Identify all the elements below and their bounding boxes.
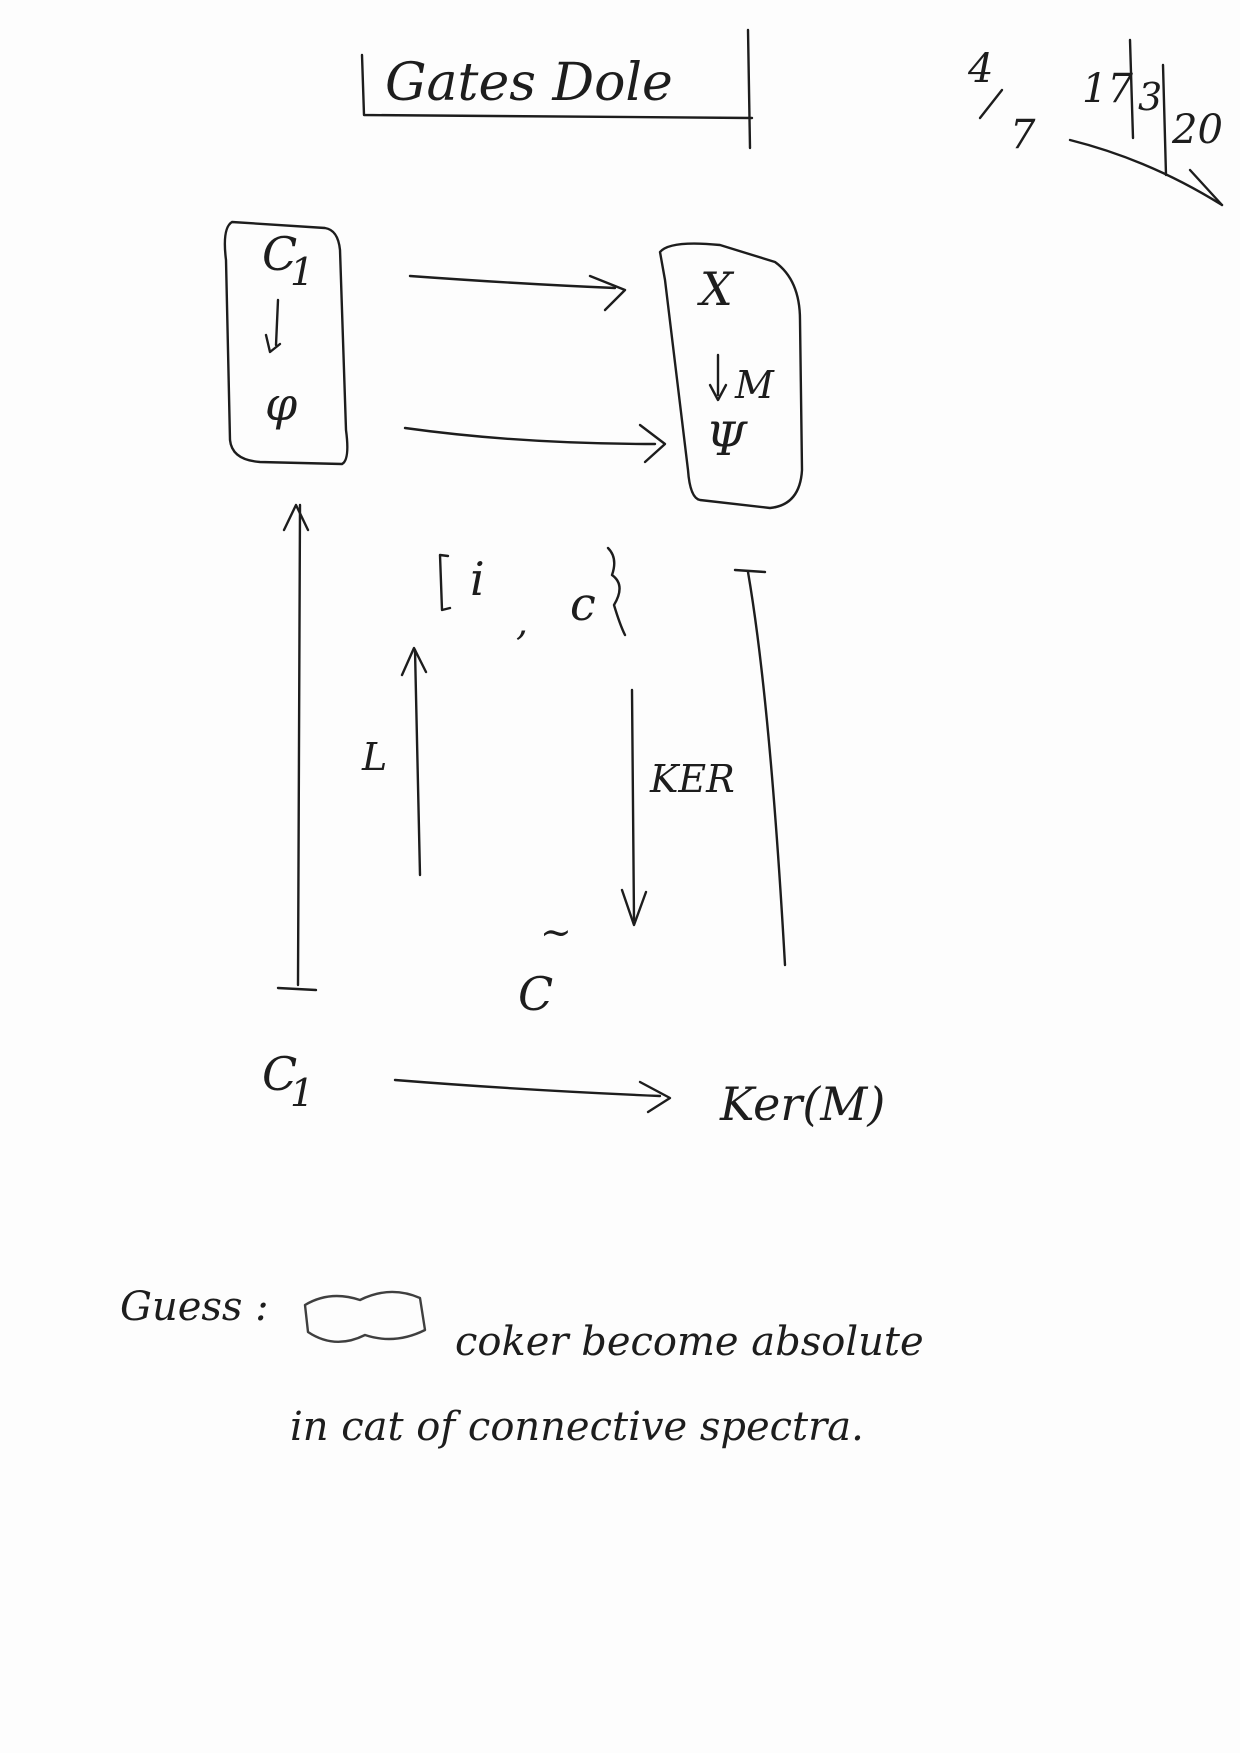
title-block: Gates Dole	[360, 28, 754, 150]
node-i: i	[470, 552, 485, 606]
date-divider-2	[1161, 63, 1168, 177]
note: Guess : coker become absolute in cat of …	[120, 1284, 924, 1450]
top-horizontal-arrows	[403, 274, 667, 464]
node-c1-bottom-sub: 1	[290, 1071, 314, 1115]
arrow-l-shaft	[413, 648, 422, 877]
date-block: 17 3 20	[1068, 38, 1224, 207]
arrow-label-l: L	[361, 735, 387, 779]
node-comma: ,	[516, 600, 528, 644]
right-long-line-bar	[733, 568, 767, 574]
node-c1-bottom: C	[262, 1047, 297, 1101]
node-c-accent: ~	[540, 910, 572, 954]
page-title: Gates Dole	[385, 53, 673, 113]
c1-phi-arrow-head	[264, 333, 282, 354]
note-line2: in cat of connective spectra.	[290, 1404, 864, 1450]
right-long-line-shaft	[746, 570, 787, 967]
arrow-c1-to-x-shaft	[408, 274, 617, 290]
middle-node: i , c	[438, 546, 627, 644]
node-c-tilde: C	[518, 967, 553, 1021]
top-left-box-outline	[223, 220, 349, 466]
date-day: 17	[1082, 66, 1133, 112]
arrow-ker: KER	[620, 688, 735, 927]
date-underline	[1068, 138, 1224, 207]
left-long-arrow-shaft	[296, 503, 302, 987]
bracket-right	[606, 546, 627, 637]
arrow-c1-to-ker-shaft	[393, 1078, 662, 1098]
node-c1-top-sub: 1	[290, 250, 314, 294]
node-c1-top: C	[262, 227, 297, 281]
bracket-left	[438, 553, 452, 612]
bottom-row: C 1 Ker(M)	[262, 1047, 885, 1131]
page-marker-den: 7	[1010, 112, 1036, 158]
arrow-phi-to-psi-head	[638, 423, 667, 464]
note-guess: Guess :	[120, 1284, 269, 1330]
page-marker: 4 7	[967, 46, 1036, 158]
node-ker-m: Ker(M)	[719, 1077, 885, 1131]
page-marker-slash	[978, 88, 1004, 120]
right-long-line	[733, 568, 787, 967]
node-psi: Ψ	[706, 412, 748, 466]
arrow-phi-to-psi-shaft	[403, 426, 657, 446]
arrow-l-head	[400, 646, 428, 677]
arrow-ker-head	[620, 888, 648, 927]
date-month: 3	[1138, 75, 1162, 119]
middle-bottom-node: ~ C	[518, 910, 572, 1021]
date-divider-1	[1128, 38, 1135, 140]
x-psi-arrow-head	[708, 383, 728, 402]
map-label-m: M	[734, 363, 775, 407]
arrow-c1-to-ker-head	[638, 1080, 672, 1114]
node-x: X	[697, 262, 735, 316]
left-long-arrow-head	[282, 503, 310, 532]
c1-phi-arrow-shaft	[274, 298, 280, 347]
arrow-ker-shaft	[630, 688, 636, 922]
page-marker-num: 4	[967, 46, 993, 92]
top-right-box-outline	[658, 242, 804, 510]
title-box	[360, 28, 754, 150]
left-long-arrow-tail-bar	[276, 986, 318, 992]
date-underline-tail	[1188, 168, 1224, 207]
top-left-box: C 1 φ	[223, 220, 349, 466]
arrow-c1-to-x-head	[588, 274, 627, 312]
node-phi: φ	[265, 377, 298, 431]
top-right-box: X M Ψ	[658, 242, 804, 510]
date-year: 20	[1171, 107, 1223, 153]
arrow-l: L	[361, 646, 428, 877]
node-c: c	[570, 577, 596, 631]
note-line1-rest: coker become absolute	[455, 1319, 924, 1365]
scribble-crossout	[303, 1290, 427, 1343]
arrow-label-ker: KER	[649, 757, 735, 801]
left-long-arrow	[276, 503, 318, 992]
